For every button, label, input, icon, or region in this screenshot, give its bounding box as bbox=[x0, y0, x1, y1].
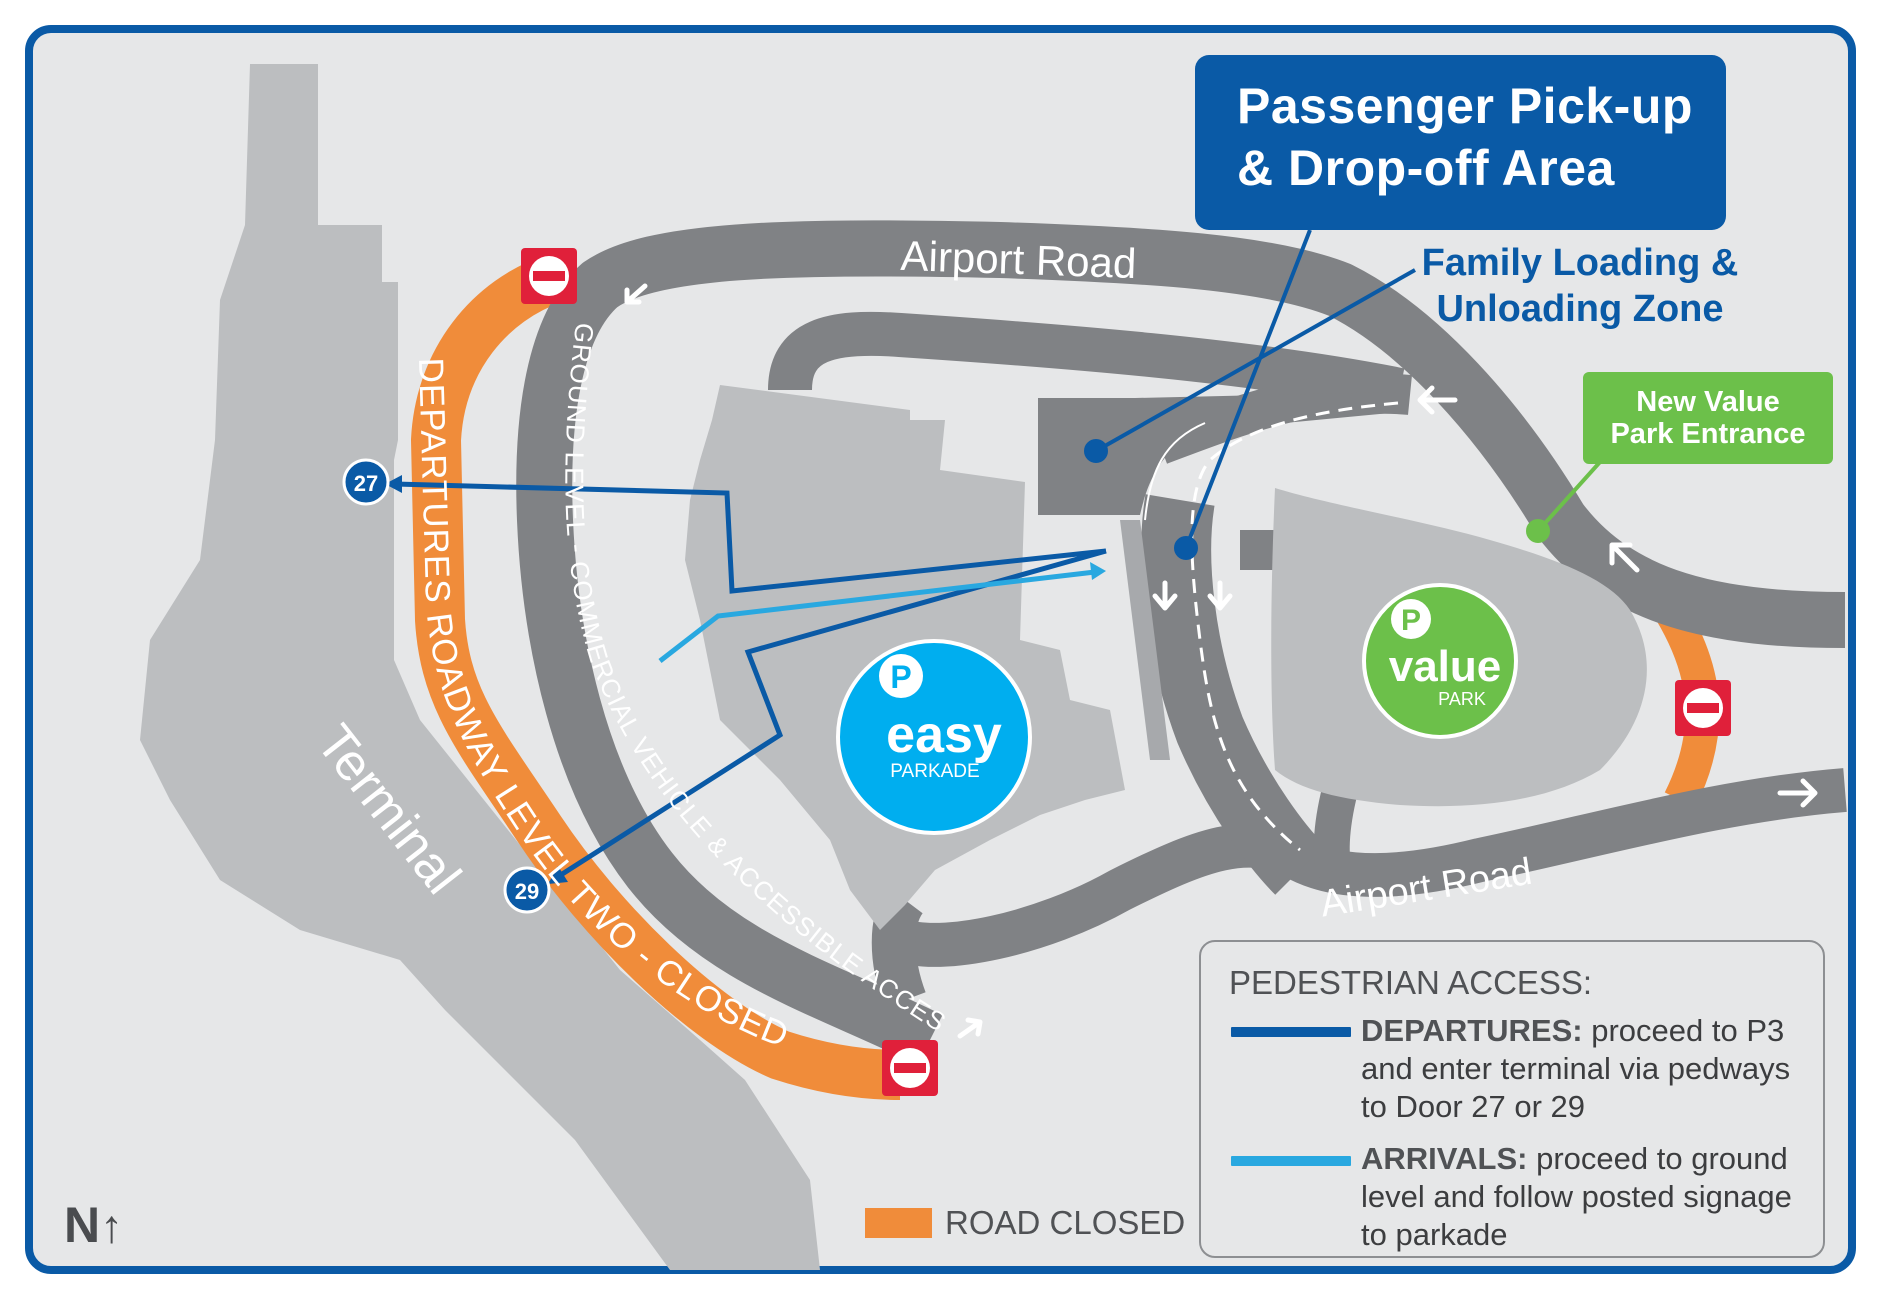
road-closed-text: ROAD CLOSED bbox=[945, 1204, 1186, 1241]
drop-off-block bbox=[1038, 392, 1400, 515]
direction-arrow-icon bbox=[624, 283, 1818, 1039]
departures-text-3: to Door 27 or 29 bbox=[1361, 1089, 1586, 1124]
easy-parkade-logo: P easy PARKADE bbox=[836, 639, 1032, 835]
arrivals-text-3: to parkade bbox=[1361, 1217, 1508, 1252]
door-27-badge: 27 bbox=[342, 458, 390, 506]
family-line-2: Unloading Zone bbox=[1436, 288, 1724, 330]
departure-arrowheads bbox=[385, 475, 568, 884]
callout-leaders bbox=[1084, 229, 1416, 560]
arrivals-legend-text: ARRIVALS: proceed to ground level and fo… bbox=[1361, 1140, 1811, 1254]
value-sub: PARK bbox=[1438, 689, 1486, 709]
legend-title: PEDESTRIAN ACCESS: bbox=[1229, 964, 1593, 1001]
north-indicator: N↑ bbox=[64, 1196, 123, 1254]
family-line-1: Family Loading & bbox=[1421, 242, 1739, 284]
value-park-entrance-label: New Value Park Entrance bbox=[1583, 372, 1833, 464]
arrivals-legend-label: ARRIVALS: bbox=[1361, 1141, 1528, 1176]
door-29-badge: 29 bbox=[503, 866, 551, 914]
parking-p-icon: P bbox=[1401, 604, 1421, 637]
parking-p-icon: P bbox=[890, 659, 911, 695]
arrivals-arrowhead bbox=[1090, 562, 1106, 580]
north-letter: N bbox=[64, 1197, 101, 1253]
terminal-building bbox=[140, 64, 820, 1270]
easy-sub: PARKADE bbox=[890, 761, 979, 782]
arrivals-path bbox=[658, 569, 1096, 663]
departures-paths bbox=[394, 481, 1107, 881]
departures-legend-line bbox=[1231, 1027, 1351, 1037]
door-29-label: 29 bbox=[515, 879, 539, 904]
easy-word: easy bbox=[886, 706, 1002, 764]
pickup-island bbox=[1120, 520, 1170, 760]
door-27-label: 27 bbox=[354, 471, 378, 496]
arrivals-text-1: proceed to ground bbox=[1527, 1141, 1788, 1176]
north-arrow-icon: ↑ bbox=[100, 1200, 124, 1252]
pickup-dropoff-callout: Passenger Pick-up & Drop-off Area bbox=[1195, 55, 1726, 230]
arrivals-legend-line bbox=[1231, 1156, 1351, 1166]
departures-text-1: proceed to P3 bbox=[1582, 1013, 1785, 1048]
departures-legend-text: DEPARTURES: proceed to P3 and enter term… bbox=[1361, 1012, 1811, 1126]
value-entrance-line-2: Park Entrance bbox=[1610, 418, 1806, 450]
airport-road-top-label: Airport Road bbox=[900, 232, 1137, 287]
value-entrance-line-1: New Value bbox=[1636, 386, 1780, 418]
family-loading-label: Family Loading & Unloading Zone bbox=[1380, 240, 1780, 332]
value-entrance-leader bbox=[1526, 460, 1602, 543]
pickup-lane-edge bbox=[1144, 422, 1206, 521]
no-entry-icon bbox=[882, 1040, 938, 1096]
arrivals-text-2: level and follow posted signage bbox=[1361, 1179, 1792, 1214]
departures-text-2: and enter terminal via pedways bbox=[1361, 1051, 1791, 1086]
closed-departures-roadway bbox=[411, 254, 901, 1100]
pedestrian-access-legend: PEDESTRIAN ACCESS: DEPARTURES: proceed t… bbox=[1199, 940, 1825, 1258]
value-word: value bbox=[1389, 642, 1502, 691]
callout-line-2: & Drop-off Area bbox=[1237, 140, 1615, 196]
callout-line-1: Passenger Pick-up bbox=[1237, 78, 1693, 134]
road-closed-swatch bbox=[865, 1208, 932, 1238]
departures-legend-label: DEPARTURES: bbox=[1361, 1013, 1583, 1048]
value-park-logo: P value PARK bbox=[1362, 583, 1518, 739]
no-entry-icon bbox=[521, 248, 577, 304]
no-entry-icon bbox=[1675, 680, 1731, 736]
